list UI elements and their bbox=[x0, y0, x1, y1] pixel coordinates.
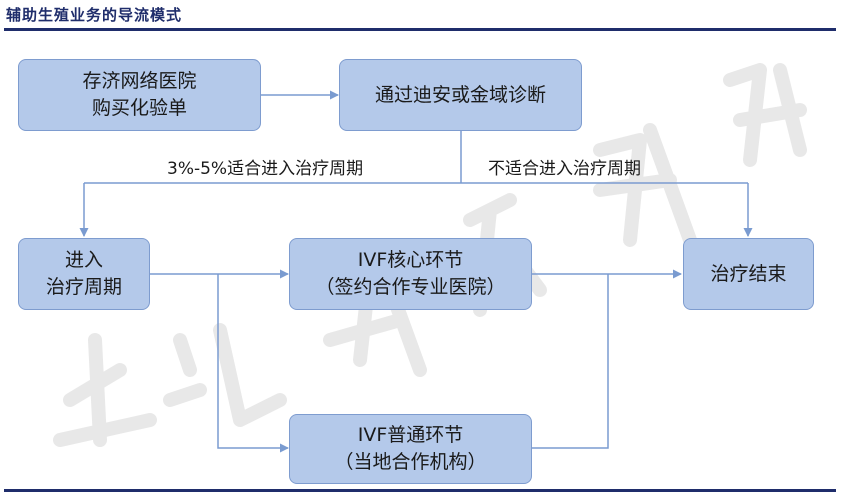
node-enter-line2: 治疗周期 bbox=[45, 276, 122, 298]
node-diagnose-line1: 通过迪安或金域诊断 bbox=[374, 83, 546, 106]
node-ivf-core-line1: IVF核心环节 bbox=[357, 249, 464, 271]
node-enter-cycle: 进入 治疗周期 bbox=[18, 238, 150, 310]
node-ivf-general-line2: （当地合作机构） bbox=[334, 451, 487, 473]
label-not-suitable: 不适合进入治疗周期 bbox=[488, 159, 641, 179]
node-treatment-end: 治疗结束 bbox=[683, 238, 814, 310]
top-rule bbox=[4, 28, 836, 31]
bottom-rule bbox=[4, 489, 836, 492]
node-ivf-general-line1: IVF普通环节 bbox=[357, 424, 464, 446]
node-cunji-line2: 购买化验单 bbox=[91, 97, 187, 119]
node-diagnose: 通过迪安或金域诊断 bbox=[339, 59, 582, 131]
node-cunji-line1: 存济网络医院 bbox=[82, 70, 197, 92]
edge-enter-to-general bbox=[217, 274, 289, 453]
edge-general-to-end bbox=[532, 274, 609, 449]
page-title: 辅助生殖业务的导流模式 bbox=[6, 6, 183, 24]
node-ivf-general: IVF普通环节 （当地合作机构） bbox=[289, 414, 532, 484]
label-suitable: 3%-5%适合进入治疗周期 bbox=[167, 159, 364, 179]
node-ivf-core-line2: （签约合作专业医院） bbox=[315, 276, 506, 298]
node-end-line1: 治疗结束 bbox=[710, 262, 787, 285]
node-ivf-core: IVF核心环节 （签约合作专业医院） bbox=[289, 238, 532, 310]
node-cunji-hospital: 存济网络医院 购买化验单 bbox=[18, 59, 261, 131]
node-enter-line1: 进入 bbox=[64, 249, 103, 271]
